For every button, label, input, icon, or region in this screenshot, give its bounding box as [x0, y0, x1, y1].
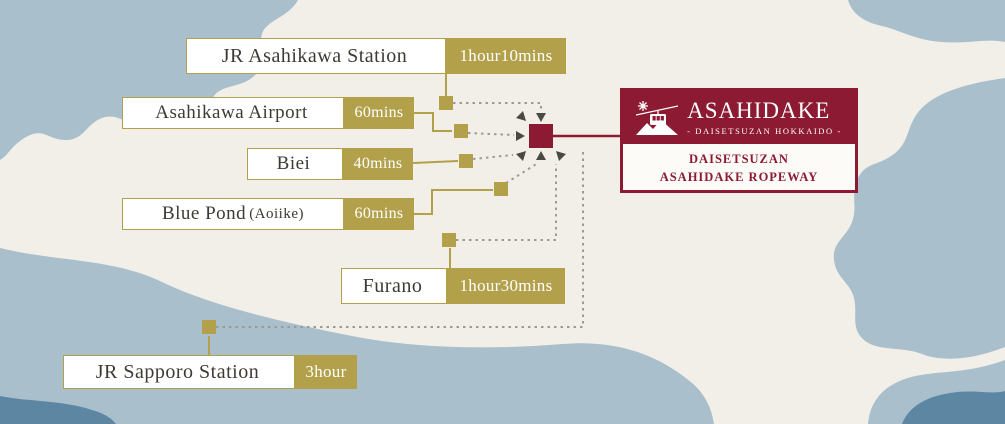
ropeway-title-line2: ASAHIDAKE ROPEWAY: [659, 170, 819, 185]
sea-area-northeast: [848, 0, 1005, 43]
asahidake-brand-panel: ASAHIDAKE - DAISETSUZAN HOKKAIDO - DAISE…: [620, 88, 858, 193]
deep-sea-southeast: [902, 391, 1005, 424]
label-connector-lines: [208, 74, 493, 355]
sea-area-east: [833, 78, 1005, 359]
marker-asahikawa-airport: [454, 124, 468, 138]
travel-time-badge: 3hour: [295, 355, 357, 389]
location-name: Asahikawa Airport: [122, 97, 344, 129]
location-name-text: Furano: [362, 274, 423, 297]
brand-name: ASAHIDAKE: [687, 97, 831, 123]
location-row-jr-sapporo-station: JR Sapporo Station 3hour: [63, 355, 357, 389]
marker-jr-sapporo-station: [202, 320, 216, 334]
location-row-biei: Biei 40mins: [247, 148, 413, 180]
travel-time-badge: 40mins: [343, 148, 413, 180]
location-row-furano: Furano 1hour30mins: [341, 268, 565, 304]
location-name: JR Sapporo Station: [63, 355, 295, 389]
location-name: Blue Pond(Aoiike): [122, 198, 344, 230]
travel-time-badge: 60mins: [344, 97, 414, 129]
marker-furano: [442, 233, 456, 247]
location-name-text: Biei: [276, 153, 311, 174]
location-row-blue-pond: Blue Pond(Aoiike) 60mins: [122, 198, 414, 230]
converging-arrow-icons: [516, 111, 566, 161]
ropeway-title: DAISETSUZAN ASAHIDAKE ROPEWAY: [623, 144, 855, 190]
location-name-suffix: (Aoiike): [249, 205, 305, 222]
location-name-text: JR Asahikawa Station: [221, 44, 408, 67]
location-markers: [202, 96, 508, 334]
location-row-asahikawa-airport: Asahikawa Airport 60mins: [122, 97, 414, 129]
sea-area-northwest: [0, 0, 298, 160]
dotted-route-lines: [216, 102, 584, 328]
ropeway-location-marker: [529, 124, 553, 148]
location-name: Biei: [247, 148, 343, 180]
location-name: JR Asahikawa Station: [186, 38, 446, 74]
brand-tagline: - DAISETSUZAN HOKKAIDO -: [687, 125, 842, 136]
travel-time-badge: 1hour30mins: [447, 268, 565, 304]
location-name-text: Asahikawa Airport: [155, 102, 308, 123]
deep-sea-southwest: [0, 396, 116, 424]
marker-jr-asahikawa-station: [439, 96, 453, 110]
location-name: Furano: [341, 268, 447, 304]
ropeway-logo-icon: [636, 101, 679, 135]
marker-biei: [459, 154, 473, 168]
travel-time-badge: 60mins: [344, 198, 414, 230]
location-row-jr-asahikawa-station: JR Asahikawa Station 1hour10mins: [186, 38, 566, 74]
travel-time-badge: 1hour10mins: [446, 38, 566, 74]
marker-blue-pond: [494, 182, 508, 196]
brand-logo: ASAHIDAKE - DAISETSUZAN HOKKAIDO -: [620, 88, 858, 144]
location-name-text: JR Sapporo Station: [95, 360, 260, 383]
brand-titles: ASAHIDAKE - DAISETSUZAN HOKKAIDO -: [687, 99, 842, 136]
location-name-text: Blue Pond: [161, 203, 247, 224]
ropeway-title-line1: DAISETSUZAN: [689, 152, 789, 166]
